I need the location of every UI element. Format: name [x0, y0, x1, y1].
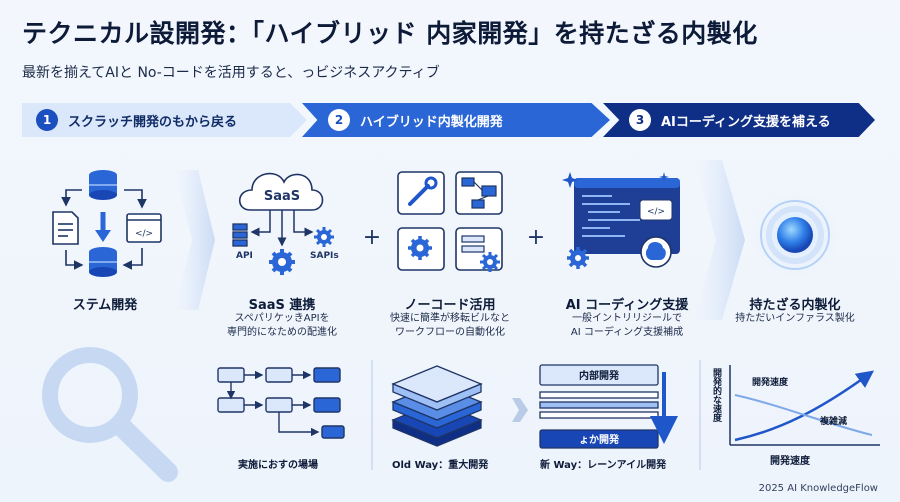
graph-ylabel: 開発的な速度 — [711, 368, 723, 423]
column-title-saas: SaaS 連携 — [248, 298, 316, 313]
step-number: 2 — [328, 109, 350, 131]
saas-connectors — [250, 210, 314, 247]
graph-xlabel: 開発速度 — [770, 456, 810, 467]
desc-line: 一般イントリリジールで — [572, 313, 682, 324]
wrench-icon — [408, 176, 438, 206]
desc-line: ワークフローの自動化化 — [395, 327, 505, 338]
desc-line: 専門的になための配進化 — [227, 327, 337, 338]
desc-line: AI コーディング支援補成 — [570, 327, 684, 338]
step-1: 1 スクラッチ開発のもから戻る — [22, 103, 307, 137]
page-subtitle: 最新を揃えてAIと No-コードを活用すると、っビジネスアクティブ — [22, 65, 440, 81]
api-server-icon — [232, 223, 248, 247]
step-label: AIコーディング支援を補える — [661, 114, 831, 130]
system-dev-icon — [52, 170, 162, 277]
column-title-nocode: ノーコード活用 — [404, 298, 496, 313]
plus-sign: + — [363, 225, 381, 250]
new-way-lanes — [539, 364, 659, 449]
code-glyph: </> — [135, 229, 153, 239]
column-desc-inhouse: 持ただいインファラス製化 — [735, 313, 855, 324]
trend-graph — [729, 365, 880, 446]
footer-credit: 2025 AI KnowledgeFlow — [758, 483, 878, 494]
sapis-label: SAPIs — [310, 251, 339, 261]
step-3: 3 AIコーディング支援を補える — [603, 103, 875, 137]
column-title-ai-coding: AI コーディング支援 — [565, 298, 689, 313]
desc-line: 快速に簡準が移転ビルなと — [390, 313, 510, 324]
rising-curve — [734, 370, 875, 442]
gear-icon — [408, 236, 432, 260]
desc-line: スペパリケッきAPIを — [234, 313, 330, 324]
step-label: スクラッチ開発のもから戻る — [68, 114, 238, 130]
brain-head-icon — [640, 236, 672, 268]
graph-rising-label: 開発速度 — [752, 376, 789, 388]
saas-cloud-label: SaaS — [264, 189, 300, 204]
column-desc-nocode: 快速に簡準が移転ビルなとワークフローの自動化化 — [378, 312, 522, 340]
new-way-label: 新 Way：レーンアイル開発 — [540, 460, 667, 471]
step-2: 2 ハイブリッド内製化開発 — [302, 103, 610, 137]
sparkle-icon — [562, 172, 669, 188]
column-title-inhouse: 持たざる内製化 — [749, 298, 841, 313]
flow-node-icon — [461, 177, 497, 209]
code-tag-glyph: </> — [647, 207, 665, 217]
gear-icon — [269, 249, 295, 275]
old-way-stack — [391, 365, 483, 447]
orb-icon — [747, 187, 843, 283]
page-title: テクニカル設開発：「ハイブリッド 内家開発」を持たざる内製化 — [22, 19, 758, 48]
old-way-label: Old Way：重大開発 — [392, 460, 489, 471]
flow-chevron — [512, 398, 528, 422]
column-desc-saas: スペパリケッきAPIを専門的になための配進化 — [210, 312, 354, 340]
step-label: ハイブリッド内製化開発 — [360, 114, 503, 130]
workflow-diagram — [217, 367, 345, 439]
step-number: 1 — [36, 109, 58, 131]
plus-sign: + — [527, 225, 545, 250]
falling-curve — [734, 394, 873, 436]
magnifier-icon — [42, 347, 178, 482]
flow-chevron — [695, 160, 745, 320]
new-way-bottom-label: ょか開発 — [579, 433, 620, 446]
gear-icon — [314, 227, 334, 247]
new-way-top-label: 内部開発 — [579, 369, 620, 382]
saas-cloud-icon — [238, 172, 324, 211]
column-desc-ai-coding: 一般イントリリジールで AI コーディング支援補成 — [555, 312, 699, 340]
gear-icon — [567, 247, 589, 269]
column-title-system-dev: ステム開発 — [72, 298, 138, 313]
flow-chevron — [175, 170, 215, 310]
gear-icon — [480, 252, 500, 272]
workflow-label: 実施におすの場場 — [238, 460, 318, 471]
api-label: API — [236, 251, 253, 261]
graph-falling-label: 複雑減 — [819, 415, 847, 427]
code-window-icon — [574, 178, 680, 254]
step-number: 3 — [629, 109, 651, 131]
form-icon — [461, 235, 485, 253]
